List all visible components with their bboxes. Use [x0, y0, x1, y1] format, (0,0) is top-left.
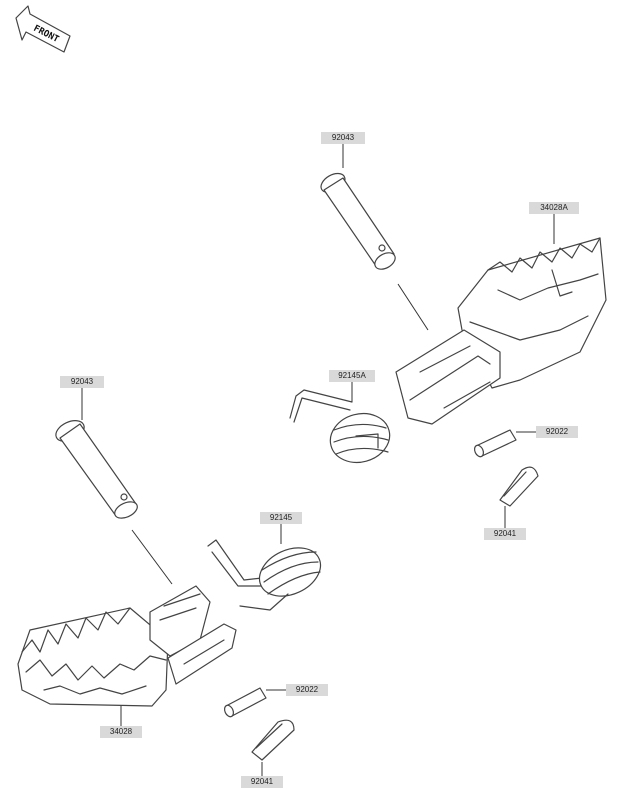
callout-pin-lower: 92043 — [60, 376, 104, 420]
spring-lower — [207, 539, 322, 611]
pin-upper — [320, 172, 396, 270]
cotter-upper — [499, 466, 539, 507]
label-spring-upper: 92145A — [338, 371, 366, 380]
label-spring-lower: 92145 — [270, 513, 293, 522]
callout-cotter-upper: 92041 — [484, 506, 526, 540]
washer-upper — [473, 429, 517, 458]
pin-lower — [55, 420, 138, 519]
callout-footpeg-lower: 34028 — [100, 706, 142, 738]
spring-upper — [289, 389, 391, 464]
footpeg-lower — [17, 585, 237, 707]
label-pin-lower: 92043 — [71, 377, 94, 386]
label-cotter-upper: 92041 — [494, 529, 517, 538]
label-footpeg-upper: 34028A — [540, 203, 568, 212]
label-cotter-lower: 92041 — [251, 777, 274, 786]
footpeg-upper — [395, 237, 607, 425]
label-pin-upper: 92043 — [332, 133, 355, 142]
callout-washer-lower: 92022 — [266, 684, 328, 696]
cotter-lower — [251, 719, 295, 761]
label-washer-lower: 92022 — [296, 685, 319, 694]
label-footpeg-lower: 34028 — [110, 727, 133, 736]
callout-spring-upper: 92145A — [329, 370, 375, 402]
callout-footpeg-upper: 34028A — [529, 202, 579, 244]
callout-pin-upper: 92043 — [321, 132, 365, 168]
callout-washer-upper: 92022 — [516, 426, 578, 438]
callout-spring-lower: 92145 — [260, 512, 302, 544]
washer-lower — [223, 687, 267, 718]
label-washer-upper: 92022 — [546, 427, 569, 436]
front-arrow-icon — [15, 5, 71, 53]
callout-cotter-lower: 92041 — [241, 762, 283, 788]
front-arrow-badge: FRONT — [15, 5, 71, 53]
